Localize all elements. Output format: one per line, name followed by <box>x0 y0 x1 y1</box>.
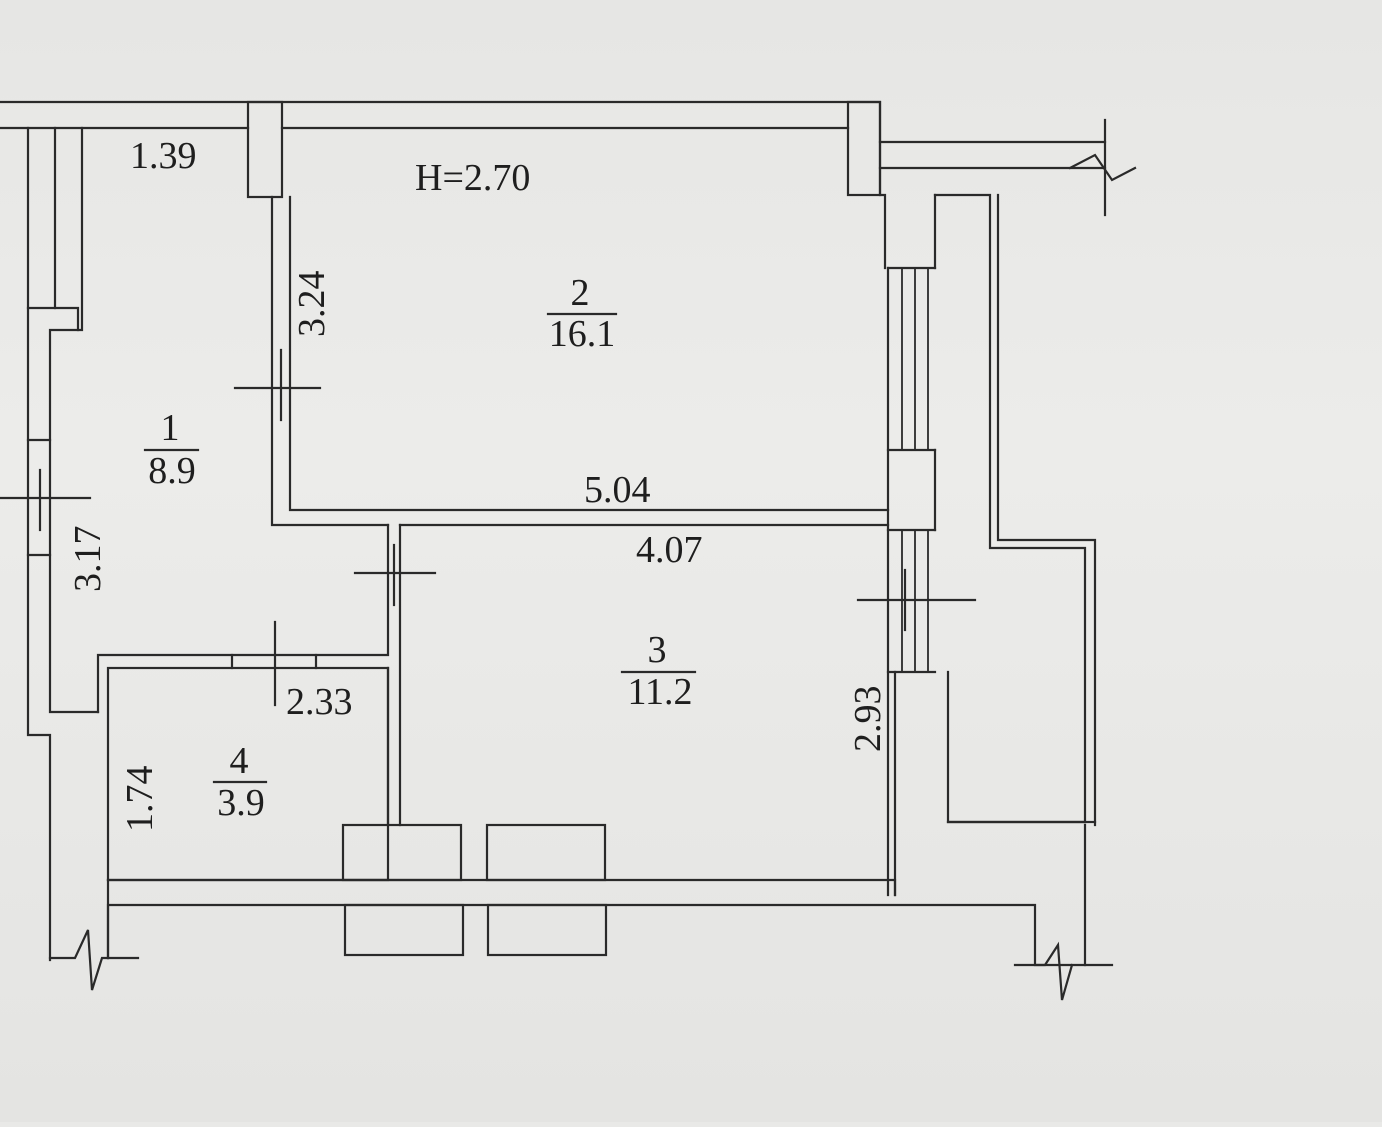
room1-number: 1 <box>161 407 180 449</box>
left-exterior-wall <box>26 126 100 962</box>
pillar-top-left <box>246 100 284 199</box>
room-2-walls <box>270 195 890 527</box>
room3-width-label: 2.93 <box>847 686 889 753</box>
break-symbol-bottom-left <box>48 878 140 991</box>
room1-area: 8.9 <box>148 450 196 492</box>
room2-width-label: 3.24 <box>291 271 333 338</box>
room4-length-label: 2.33 <box>286 681 353 723</box>
room2-length-label: 5.04 <box>584 469 651 511</box>
right-wall-rooms-2-3 <box>878 140 937 897</box>
bottom-walls <box>106 878 1114 967</box>
room3-number: 3 <box>648 629 667 671</box>
room1-length-label: 3.17 <box>67 526 109 593</box>
break-symbol-bottom-right <box>1013 823 1087 1001</box>
room2-area: 16.1 <box>549 313 616 355</box>
room4-number: 4 <box>230 740 249 782</box>
balcony <box>933 193 1097 827</box>
ceiling-height-label: H=2.70 <box>415 157 530 199</box>
pillar-top-right <box>846 100 882 197</box>
room3-length-label: 4.07 <box>636 529 703 571</box>
partition-room1-room3 <box>96 523 402 827</box>
room2-number: 2 <box>571 272 590 314</box>
room4-width-label: 1.74 <box>119 766 161 833</box>
break-symbol-top-right <box>1068 118 1137 217</box>
room3-area: 11.2 <box>627 671 692 713</box>
door-marks <box>0 348 977 707</box>
bottom-windows <box>341 823 608 957</box>
room1-width-label: 1.39 <box>130 135 197 177</box>
right-window-upper <box>901 268 929 450</box>
room4-area: 3.9 <box>217 782 265 824</box>
